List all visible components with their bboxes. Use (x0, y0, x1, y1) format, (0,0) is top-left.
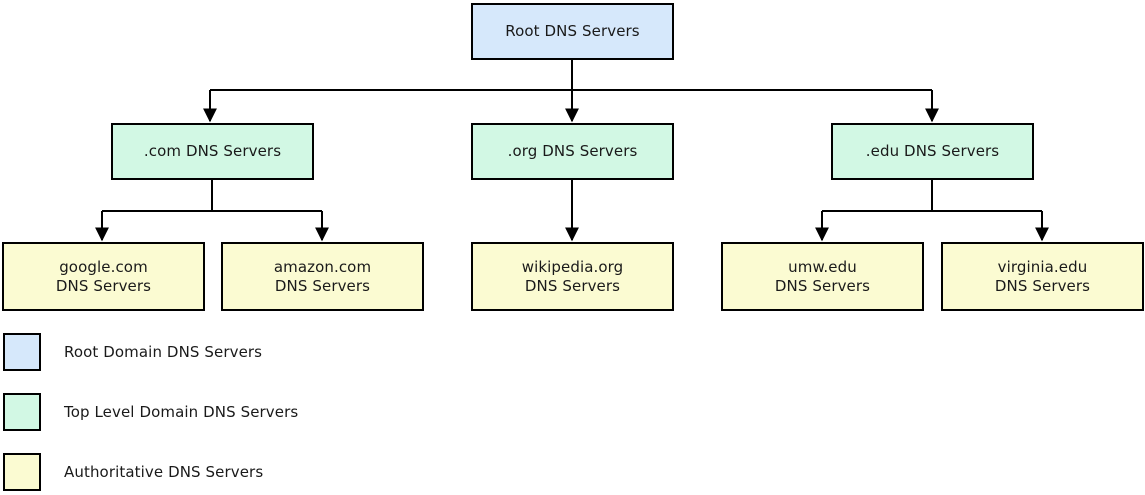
legend-label-root-domain: Root Domain DNS Servers (64, 343, 263, 361)
node-amazon-domain: amazon.com (273, 257, 372, 276)
legend-item-authoritative: Authoritative DNS Servers (3, 453, 263, 491)
node-umw-dns-servers[interactable]: umw.edu DNS Servers (721, 242, 924, 311)
legend-item-top-level-domain: Top Level Domain DNS Servers (3, 393, 298, 431)
node-wikipedia-dns-servers[interactable]: wikipedia.org DNS Servers (471, 242, 674, 311)
node-root-dns-servers[interactable]: Root DNS Servers (471, 3, 674, 60)
node-google-sublabel: DNS Servers (55, 276, 152, 295)
node-umw-sublabel: DNS Servers (774, 276, 871, 295)
node-wikipedia-domain: wikipedia.org (521, 257, 624, 276)
node-org-dns-servers[interactable]: .org DNS Servers (471, 123, 674, 180)
node-org-label: .org DNS Servers (507, 142, 638, 160)
legend-label-authoritative: Authoritative DNS Servers (64, 463, 264, 481)
legend-label-top-level-domain: Top Level Domain DNS Servers (64, 403, 299, 421)
node-virginia-dns-servers[interactable]: virginia.edu DNS Servers (941, 242, 1144, 311)
legend-swatch-authoritative (3, 453, 41, 491)
legend-swatch-root-domain (3, 333, 41, 371)
node-edu-dns-servers[interactable]: .edu DNS Servers (831, 123, 1034, 180)
node-root-label: Root DNS Servers (505, 22, 640, 40)
node-amazon-dns-servers[interactable]: amazon.com DNS Servers (221, 242, 424, 311)
node-com-label: .com DNS Servers (143, 142, 282, 160)
node-virginia-domain: virginia.edu (997, 257, 1088, 276)
node-virginia-sublabel: DNS Servers (994, 276, 1091, 295)
node-google-domain: google.com (59, 257, 148, 276)
node-com-dns-servers[interactable]: .com DNS Servers (111, 123, 314, 180)
legend-item-root-domain: Root Domain DNS Servers (3, 333, 262, 371)
node-wikipedia-sublabel: DNS Servers (524, 276, 621, 295)
node-amazon-sublabel: DNS Servers (274, 276, 371, 295)
node-edu-label: .edu DNS Servers (865, 142, 1000, 160)
legend-swatch-top-level-domain (3, 393, 41, 431)
node-umw-domain: umw.edu (788, 257, 857, 276)
node-google-dns-servers[interactable]: google.com DNS Servers (2, 242, 205, 311)
